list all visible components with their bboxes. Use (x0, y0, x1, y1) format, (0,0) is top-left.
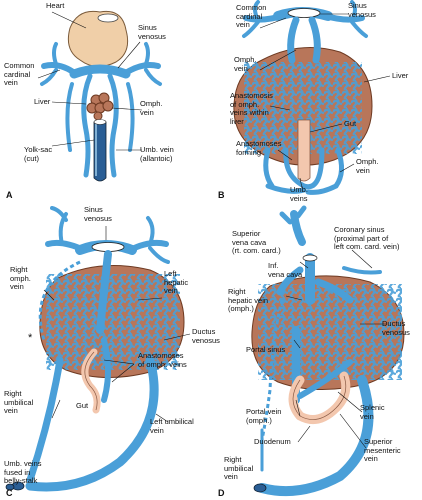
label-splenic-vein-d: Splenic vein (360, 403, 385, 421)
superior-vena-cava-d (290, 210, 306, 246)
umb-veins-b (265, 183, 307, 194)
label-right-umbilical-vein-c: Right umbilical vein (4, 389, 34, 415)
heart-shape (67, 10, 129, 67)
label-inf-vena-cava-d: Inf. vena cava (268, 261, 303, 279)
panel-a-drawing (40, 10, 162, 182)
label-sinus-venosus-b: Sinus venosus (348, 1, 376, 19)
label-left-umbilical-vein-c: Left umbilical vein (150, 417, 194, 435)
splenic-vein-d (297, 359, 353, 399)
gut-b (297, 119, 311, 182)
label-anastomoses-forming: Anastomoses forming (236, 139, 282, 157)
sinus-venosus-a (69, 64, 131, 79)
hepatic-network-d (258, 284, 402, 380)
right-umbilical-vein-c (26, 356, 64, 484)
common-cardinal-left-a (41, 62, 79, 77)
panel-d-drawing (251, 205, 405, 497)
panel-letter-d: D (218, 488, 225, 498)
label-omph-vein-a: Omph. vein (140, 99, 163, 117)
leader-lines (37, 11, 391, 449)
panel-letter-c: C (6, 488, 13, 498)
label-liver-a: Liver (34, 97, 51, 106)
label-common-cardinal-vein-b: Common cardinal vein (236, 3, 267, 29)
label-omph-vein-top-b: Omph. vein (234, 55, 257, 73)
label-right-umbilical-vein-d: Right umbilical vein (224, 455, 254, 481)
label-gut-c: Gut (76, 401, 89, 410)
label-right-omph-vein-c: Right omph. vein (10, 265, 31, 291)
panel-c-drawing (5, 206, 185, 492)
omph-vein-left-a (81, 73, 93, 178)
label-portal-sinus-d: Portal sinus (246, 345, 286, 354)
label-ductus-venosus-d: Ductus venosus (382, 319, 410, 337)
hepatic-network-c (46, 274, 180, 370)
label-duodenum-d: Duodenum (254, 437, 291, 446)
label-portal-vein-d: Portal vein (omph.) (246, 407, 282, 425)
coronary-sinus-d (342, 266, 382, 275)
label-umb-veins-fused: Umb. veins fused in belly-stalk (4, 459, 42, 485)
label-common-cardinal-vein-a: Common cardinal vein (4, 61, 35, 87)
label-sinus-venosus-a: Sinus venosus (138, 23, 166, 41)
panel-letter-b: B (218, 190, 225, 200)
left-umbilical-vein-c (25, 355, 159, 492)
panel-b-drawing (233, 0, 373, 195)
label-asterisk-c: * (28, 332, 33, 344)
label-yolk-sac: Yolk-sac (cut) (24, 145, 53, 163)
label-ductus-venosus-c: Ductus venosus (192, 327, 220, 345)
liver-buds-a (86, 92, 114, 121)
label-liver-b: Liver (392, 71, 409, 80)
label-sinus-venosus-c: Sinus venosus (84, 205, 112, 223)
label-gut-b: Gut (344, 119, 357, 128)
label-superior-vena-cava-d: Superior vena cava (rt. com. card.) (232, 229, 281, 255)
label-anastomoses-c: Anastomoses of omph. veins (138, 351, 187, 369)
label-right-hepatic-vein-d: Right hepatic vein (omph.) (228, 287, 269, 313)
panel-letter-a: A (6, 190, 13, 200)
label-umb-veins-b: Umb. veins (290, 185, 308, 203)
label-heart: Heart (46, 1, 65, 10)
heart-top-opening (97, 13, 119, 23)
label-left-hepatic-vein-c: Left hepatic vein (164, 269, 189, 295)
label-anastomosis-b: Anastomosis of omph. veins within liver (230, 91, 273, 126)
common-cardinal-right-a (121, 62, 161, 77)
omph-vein-right-a (107, 73, 119, 178)
label-coronary-sinus-d: Coronary sinus (proximal part of left co… (334, 225, 400, 251)
label-superior-mesenteric-vein-d: Superior mesenteric vein (364, 437, 401, 463)
yolk-sac-stalk (93, 121, 107, 182)
label-umb-vein-allantoic: Umb. vein (allantoic) (140, 145, 174, 163)
label-omph-vein-bottom-b: Omph. vein (356, 157, 379, 175)
ductus-venosus-c (96, 250, 112, 334)
left-umbilical-vein-d (257, 375, 374, 497)
